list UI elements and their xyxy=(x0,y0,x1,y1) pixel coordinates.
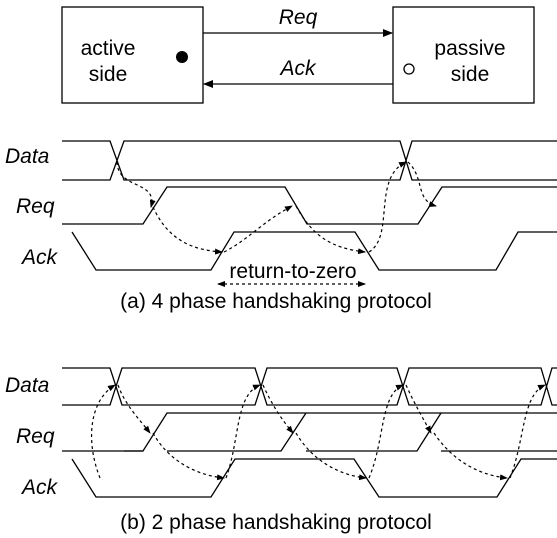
two-phase-req-waveform xyxy=(62,412,557,452)
active-side-label-line2: side xyxy=(89,63,128,86)
two-phase-data-label: Data xyxy=(5,374,49,397)
two-phase-data-waveform-lower xyxy=(62,367,557,406)
two-phase-causality-arrow-4 xyxy=(225,384,261,479)
four-phase-causality-arrow-6 xyxy=(407,161,437,207)
four-phase-causality-arrow-2 xyxy=(152,206,223,255)
two-phase-causality-arrow-7 xyxy=(368,384,404,479)
four-phase-data-waveform-upper xyxy=(62,140,557,181)
two-phase-ack-label: Ack xyxy=(20,476,59,499)
four-phase-data-waveform-lower xyxy=(62,140,557,181)
two-phase-caption: (b) 2 phase handshaking protocol xyxy=(120,511,432,534)
two-phase-causality-arrow-5 xyxy=(262,384,294,434)
two-phase-causality-arrow-10 xyxy=(509,384,546,479)
return-to-zero-label: return-to-zero xyxy=(229,260,356,283)
passive-side-label-line2: side xyxy=(451,63,490,86)
ack-arrow-label: Ack xyxy=(278,57,317,80)
four-phase-data-label: Data xyxy=(5,145,49,168)
two-phase-ack-waveform xyxy=(71,458,557,498)
passive-side-open-dot xyxy=(403,63,415,75)
four-phase-caption: (a) 4 phase handshaking protocol xyxy=(120,290,432,313)
two-phase-data-waveform-upper xyxy=(62,367,557,406)
req-arrow-label: Req xyxy=(279,6,318,29)
passive-side-label-line1: passive xyxy=(434,37,505,60)
two-phase-causality-arrow-9 xyxy=(433,432,508,481)
two-phase-causality-arrow-8 xyxy=(405,384,432,434)
four-phase-ack-waveform xyxy=(71,231,557,271)
two-phase-timing-diagram: Data Req Ack (b) 2 phase handshaking pro… xyxy=(5,367,557,534)
four-phase-causality-arrow-3 xyxy=(223,205,293,253)
four-phase-causality-arrow-5 xyxy=(368,161,407,253)
two-phase-causality-arrow-1 xyxy=(90,384,116,479)
two-phase-req-waveform-lower xyxy=(124,412,557,452)
passive-side-box xyxy=(392,6,535,104)
four-phase-ack-label: Ack xyxy=(20,246,59,269)
four-phase-timing-diagram: Data Req Ack return-to-zero (a) 4 phase … xyxy=(5,140,557,313)
four-phase-causality-arrow-4 xyxy=(295,205,366,255)
four-phase-req-label: Req xyxy=(16,195,55,218)
two-phase-causality-arrow-6 xyxy=(295,432,367,481)
four-phase-req-waveform xyxy=(62,186,557,225)
two-phase-req-label: Req xyxy=(16,425,55,448)
two-phase-causality-arrow-3 xyxy=(152,432,225,481)
two-phase-causality-arrow-2 xyxy=(117,384,151,434)
four-phase-causality-arrow-1 xyxy=(116,161,156,208)
block-diagram: active side passive side Req Ack xyxy=(61,6,535,104)
active-side-filled-dot xyxy=(176,51,188,63)
active-side-label-line1: active xyxy=(81,37,136,60)
